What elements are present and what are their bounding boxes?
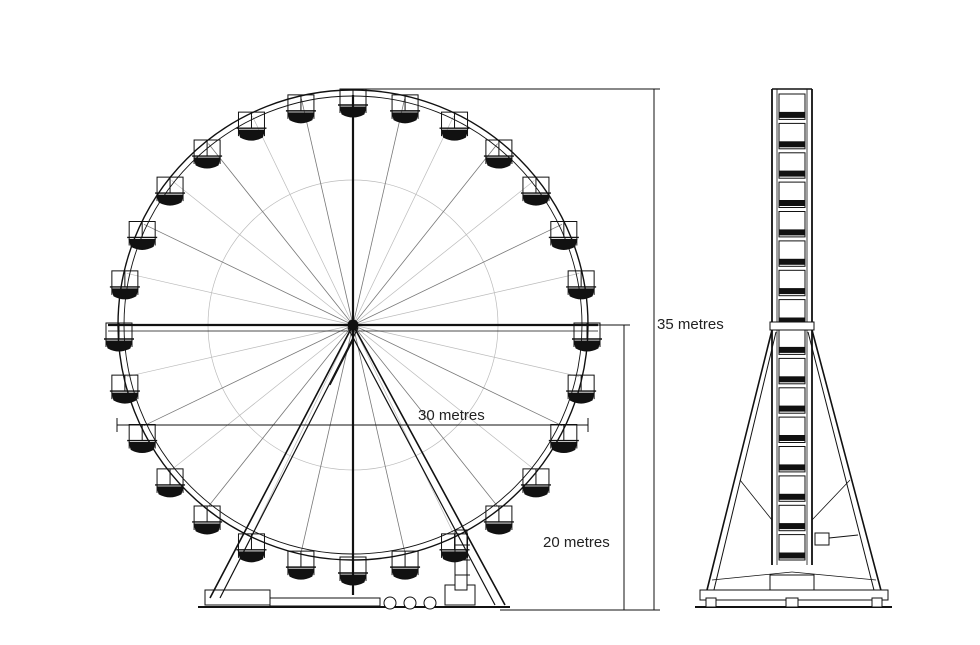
spoke xyxy=(143,324,354,427)
spoke xyxy=(126,273,354,326)
spoke xyxy=(208,324,354,507)
spoke xyxy=(352,324,405,552)
gondola-icon xyxy=(548,424,579,454)
gondola-icon xyxy=(236,533,267,563)
spoke xyxy=(301,98,354,326)
side-gondola-base xyxy=(778,464,806,471)
side-gondola-base xyxy=(778,229,806,236)
gondola-icon xyxy=(483,505,514,535)
gondola-icon xyxy=(155,176,186,206)
spoke xyxy=(301,324,354,552)
spoke xyxy=(352,324,580,377)
spoke xyxy=(143,223,354,326)
side-gondola-base xyxy=(778,258,806,265)
diameter-label: 30 metres xyxy=(418,407,485,424)
spoke xyxy=(352,223,563,326)
spoke xyxy=(251,115,354,326)
gondola-icon xyxy=(439,533,470,563)
spoke xyxy=(352,324,563,427)
spoke xyxy=(352,324,498,507)
spoke xyxy=(171,180,354,326)
spoke xyxy=(352,143,498,326)
gondola-icon xyxy=(338,556,368,586)
gondola-icon xyxy=(572,322,602,352)
spoke xyxy=(352,98,405,326)
gondola-icon xyxy=(566,374,597,404)
gondola-icon xyxy=(285,550,316,580)
spoke xyxy=(352,324,535,470)
spoke xyxy=(352,180,535,326)
gondola-icon xyxy=(566,270,597,300)
side-gondola-stack xyxy=(778,93,806,561)
wheel-icon xyxy=(383,596,397,610)
spoke xyxy=(126,324,354,377)
side-axle xyxy=(769,321,815,331)
gondola-icon xyxy=(109,270,140,300)
gondola-icon xyxy=(192,139,223,169)
gondola-icon xyxy=(483,139,514,169)
gondola-icon xyxy=(390,94,421,124)
side-gondola-base xyxy=(778,405,806,412)
spoke xyxy=(208,143,354,326)
gondola-icon xyxy=(520,468,551,498)
side-gondola-base xyxy=(778,376,806,383)
side-gondola-base xyxy=(778,346,806,353)
gondola-icon xyxy=(104,322,134,352)
axle-height-label: 20 metres xyxy=(543,534,610,551)
spoke xyxy=(352,115,455,326)
motor-icon xyxy=(814,532,830,546)
side-gondola-base xyxy=(778,111,806,118)
side-gondola-base xyxy=(778,493,806,500)
height-total-label: 35 metres xyxy=(657,316,724,333)
side-gondola-base xyxy=(778,552,806,559)
side-gondola-base xyxy=(778,523,806,530)
wheel-icon xyxy=(423,596,437,610)
gondola-icon xyxy=(390,550,421,580)
gondola-icon xyxy=(548,220,579,250)
side-gondola-base xyxy=(778,288,806,295)
side-view xyxy=(695,88,892,608)
spoke xyxy=(171,324,354,470)
side-gondola-base xyxy=(778,170,806,177)
side-gondola-base xyxy=(778,200,806,206)
gondola-icon xyxy=(236,111,267,141)
front-view xyxy=(104,88,602,610)
gondola-icon xyxy=(338,88,368,118)
dimension-lines xyxy=(116,88,660,611)
gondola-icon xyxy=(127,220,158,250)
side-gondola-base xyxy=(778,141,806,148)
spoke xyxy=(352,273,580,326)
wheel-icon xyxy=(403,596,417,610)
gondolas xyxy=(104,88,602,586)
base-platform xyxy=(198,529,510,610)
gondola-icon xyxy=(192,505,223,535)
spoke xyxy=(251,324,354,535)
gondola-icon xyxy=(109,374,140,404)
gondola-icon xyxy=(155,468,186,498)
side-gondola-base xyxy=(778,435,806,441)
gondola-icon xyxy=(439,111,470,141)
gondola-icon xyxy=(520,176,551,206)
gondola-icon xyxy=(285,94,316,124)
gondola-icon xyxy=(127,424,158,454)
hub-icon xyxy=(347,319,359,331)
spoke xyxy=(352,324,455,535)
